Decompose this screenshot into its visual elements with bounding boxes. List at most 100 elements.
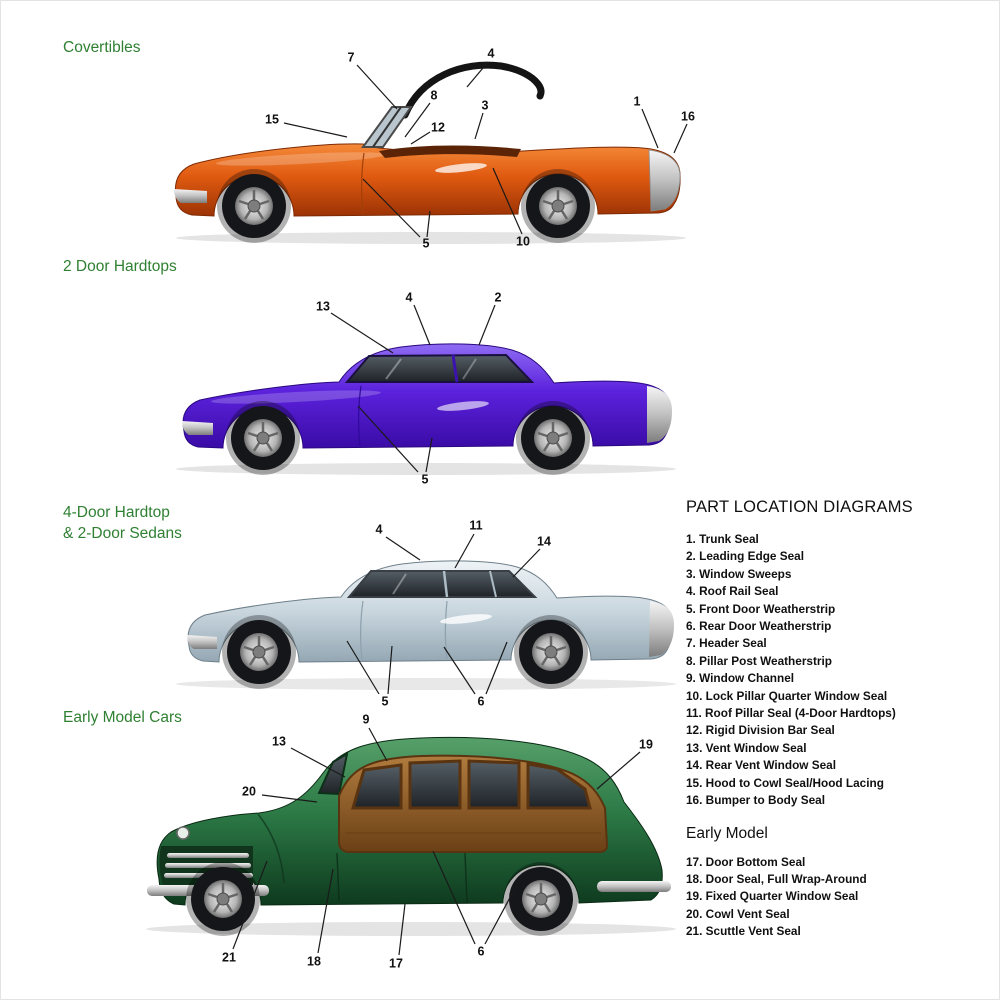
- early-legend-item-list: 17. Door Bottom Seal 18. Door Seal, Full …: [686, 854, 986, 941]
- legend-item-10: 10. Lock Pillar Quarter Window Seal: [686, 688, 888, 703]
- callout-line-hardtop4-6: [443, 646, 476, 695]
- callout-line-early-19: [596, 751, 641, 790]
- section-label-early-model: Early Model Cars: [63, 709, 182, 726]
- legend-item-5: 5. Front Door Weatherstrip: [686, 601, 836, 616]
- headlight: [176, 826, 190, 840]
- side-streak: [440, 614, 492, 624]
- rear-bumper: [647, 386, 672, 443]
- callout-number-hardtop4-5: 5: [382, 694, 389, 708]
- glass-streak: [392, 573, 407, 595]
- legend-item-4: 4. Roof Rail Seal: [686, 584, 779, 599]
- front-wheel: [215, 167, 293, 245]
- legend-title: PART LOCATION DIAGRAMS: [686, 498, 913, 516]
- legend-item-7: 7. Header Seal: [686, 636, 767, 651]
- callout-number-early-20: 20: [242, 784, 256, 798]
- callout-number-hardtop4-4: 4: [376, 522, 383, 536]
- legend-item-21: 21. Scuttle Vent Seal: [686, 924, 801, 939]
- rear-wheel: [519, 167, 597, 245]
- door-shut-line: [358, 385, 362, 447]
- legend-item-8: 8. Pillar Post Weatherstrip: [686, 653, 832, 668]
- callout-line-convertible-8: [404, 102, 431, 138]
- greenhouse-glass: [346, 570, 538, 598]
- callout-line-convertible-10: [492, 167, 523, 235]
- rear-bumper: [597, 881, 671, 892]
- callout-line-hardtop4-4: [385, 536, 421, 561]
- front-wheel: [184, 860, 262, 938]
- front-door-shut-line: [360, 600, 364, 660]
- front-bumper: [187, 635, 217, 649]
- callout-number-early-19: 19: [639, 737, 653, 751]
- fixed-quarter-window: [526, 762, 592, 810]
- front-bumper: [174, 189, 207, 203]
- legend-item-15: 15. Hood to Cowl Seal/Hood Lacing: [686, 775, 884, 790]
- callout-number-hardtop2-2: 2: [495, 290, 502, 304]
- front-wheel: [220, 613, 298, 691]
- front-door-window: [351, 763, 403, 810]
- quarter-window: [467, 759, 521, 810]
- section-label-4door-line2: & 2-Door Sedans: [63, 525, 182, 542]
- callout-line-convertible-12: [410, 131, 431, 145]
- legend-item-2: 2. Leading Edge Seal: [686, 549, 805, 564]
- parts-legend: PART LOCATION DIAGRAMS 1. Trunk Seal 2. L…: [686, 498, 986, 941]
- callout-number-convertible-15: 15: [265, 112, 279, 126]
- callout-number-early-18: 18: [307, 954, 321, 968]
- callout-number-early-9: 9: [363, 712, 370, 726]
- section-label-4door-line1: 4-Door Hardtop: [63, 504, 170, 521]
- callout-line-hardtop4-5: [387, 645, 393, 695]
- callout-number-early-17: 17: [389, 956, 403, 970]
- legend-item-11: 11. Roof Pillar Seal (4-Door Hardtops): [686, 706, 896, 721]
- callout-number-early-21: 21: [222, 950, 236, 964]
- callout-line-hardtop4-6: [485, 641, 508, 695]
- callout-line-early-18: [317, 868, 334, 954]
- callout-line-early-20: [261, 794, 318, 803]
- rear-door-window: [408, 759, 462, 810]
- grille-bar: [167, 853, 249, 858]
- section-label-convertibles: Covertibles: [63, 39, 141, 56]
- callout-line-hardtop2-13: [330, 312, 394, 354]
- legend-item-16: 16. Bumper to Body Seal: [686, 793, 825, 808]
- callout-line-hardtop2-5: [357, 405, 419, 473]
- callout-number-hardtop4-6: 6: [478, 694, 485, 708]
- callout-number-hardtop2-5: 5: [422, 472, 429, 486]
- callout-line-hardtop2-2: [478, 304, 496, 346]
- legend-item-18: 18. Door Seal, Full Wrap-Around: [686, 871, 867, 886]
- callout-line-hardtop4-11: [454, 533, 475, 569]
- legend-item-12: 12. Rigid Division Bar Seal: [686, 723, 835, 738]
- callout-number-hardtop4-14: 14: [537, 534, 551, 548]
- legend-item-20: 20. Cowl Vent Seal: [686, 906, 790, 921]
- legend-item-13: 13. Vent Window Seal: [686, 740, 807, 755]
- callout-number-convertible-16: 16: [681, 109, 695, 123]
- callout-line-hardtop4-5: [346, 640, 380, 695]
- door-shut-line: [361, 152, 365, 216]
- callout-line-hardtop2-5: [425, 437, 433, 473]
- callout-line-convertible-4: [466, 61, 489, 88]
- callout-number-convertible-7: 7: [348, 50, 355, 64]
- rear-wheel: [514, 399, 592, 477]
- callout-number-convertible-3: 3: [482, 98, 489, 112]
- cockpit-opening: [379, 145, 521, 158]
- glass-divider: [451, 354, 459, 383]
- callout-line-convertible-5: [426, 210, 431, 238]
- legend-item-1: 1. Trunk Seal: [686, 532, 759, 546]
- legend-item-3: 3. Window Sweeps: [686, 566, 792, 581]
- rear-door-shut-line: [464, 852, 468, 904]
- callout-number-convertible-12: 12: [431, 120, 445, 134]
- two-door-hardtop-illustration: [176, 343, 676, 477]
- callout-line-convertible-7: [356, 64, 398, 110]
- legend-item-17: 17. Door Bottom Seal: [686, 854, 806, 869]
- callout-number-hardtop2-13: 13: [316, 299, 330, 313]
- legend-item-14: 14. Rear Vent Window Seal: [686, 758, 837, 773]
- division-bar: [372, 106, 402, 148]
- early-model-title: Early Model: [686, 824, 768, 842]
- callout-number-hardtop4-11: 11: [469, 518, 482, 532]
- side-streak: [437, 401, 489, 411]
- callout-number-hardtop2-4: 4: [406, 290, 413, 304]
- hood-highlight: [211, 390, 381, 404]
- callout-line-convertible-15: [283, 122, 348, 138]
- glass-streak: [462, 358, 477, 380]
- front-door-shut-line: [336, 852, 340, 902]
- early-model-illustration: [146, 736, 676, 938]
- section-label-2door-hardtops: 2 Door Hardtops: [63, 258, 177, 275]
